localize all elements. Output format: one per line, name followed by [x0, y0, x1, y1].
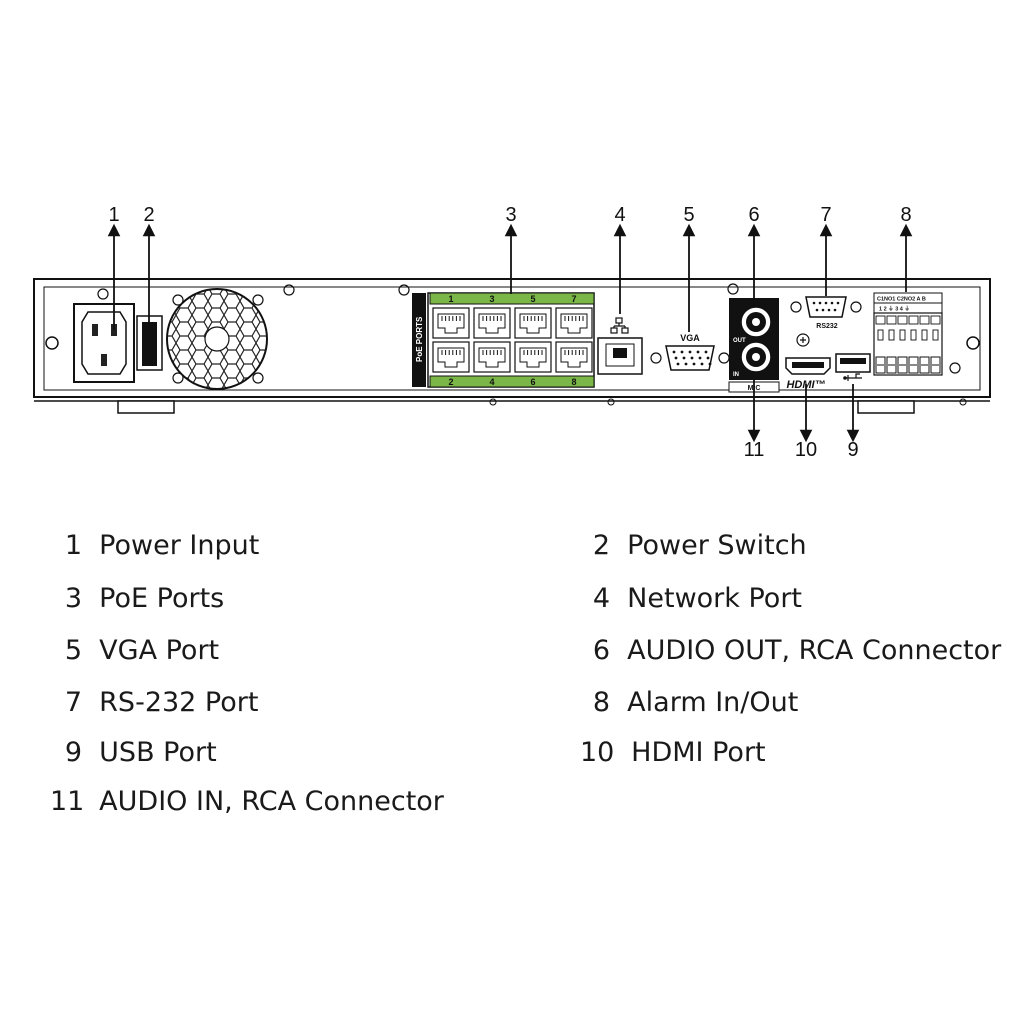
rs232-port: RS232: [790, 296, 862, 330]
callout-number-9: 9: [847, 439, 858, 461]
poe-port-number: 1: [448, 294, 453, 304]
vga-label: VGA: [680, 333, 700, 343]
callout-number-7: 7: [820, 204, 831, 226]
network-port: [597, 317, 643, 375]
audio-out-label: OUT: [733, 338, 746, 344]
poe-jack: [432, 341, 470, 373]
callout-number-4: 4: [614, 204, 625, 226]
callout-number-6: 6: [748, 204, 759, 226]
poe-jack: [514, 341, 552, 373]
vga-port: VGA: [650, 333, 730, 371]
alarm-header: C1NO1 C2NO2 A B: [877, 297, 926, 303]
callout-number-2: 2: [143, 204, 154, 226]
usb-icon: [843, 373, 862, 381]
poe-port-number: 4: [489, 377, 494, 387]
callout-number-5: 5: [683, 204, 694, 226]
callout-number-11: 11: [744, 439, 765, 461]
poe-jack: [555, 341, 593, 373]
power-input: [73, 303, 135, 383]
network-icon: [610, 317, 629, 334]
poe-jack: [473, 307, 511, 339]
poe-jack: [555, 307, 593, 339]
callout-layer: 1 2 3 4 5 6 7 8 9 10 11: [107, 204, 913, 461]
hdmi-port: HDMI™: [785, 333, 831, 391]
poe-jack: [514, 307, 552, 339]
poe-ports-label: PoE PORTS: [415, 316, 424, 362]
poe-jack: [432, 307, 470, 339]
poe-port-number: 3: [489, 294, 494, 304]
rs232-label: RS232: [816, 323, 838, 330]
poe-port-number: 8: [571, 377, 576, 387]
audio-in-label: IN: [733, 372, 739, 378]
fan-grille: [166, 288, 268, 390]
callout-number-8: 8: [900, 204, 911, 226]
poe-port-number: 6: [530, 377, 535, 387]
callout-number-3: 3: [505, 204, 516, 226]
callout-number-10: 10: [795, 439, 817, 461]
poe-port-number: 2: [448, 377, 453, 387]
poe-port-number: 7: [571, 294, 576, 304]
usb-port: [835, 353, 871, 381]
callout-number-1: 1: [108, 204, 119, 226]
poe-jack: [473, 341, 511, 373]
poe-port-number: 5: [530, 294, 535, 304]
poe-ports: PoE PORTS 1 3 5 7 2 4 6 8: [412, 292, 595, 388]
alarm-terminal: C1NO1 C2NO2 A B 1 2 ⏚ 3 4 ⏚: [873, 292, 943, 376]
alarm-subheader: 1 2 ⏚ 3 4 ⏚: [879, 306, 910, 313]
